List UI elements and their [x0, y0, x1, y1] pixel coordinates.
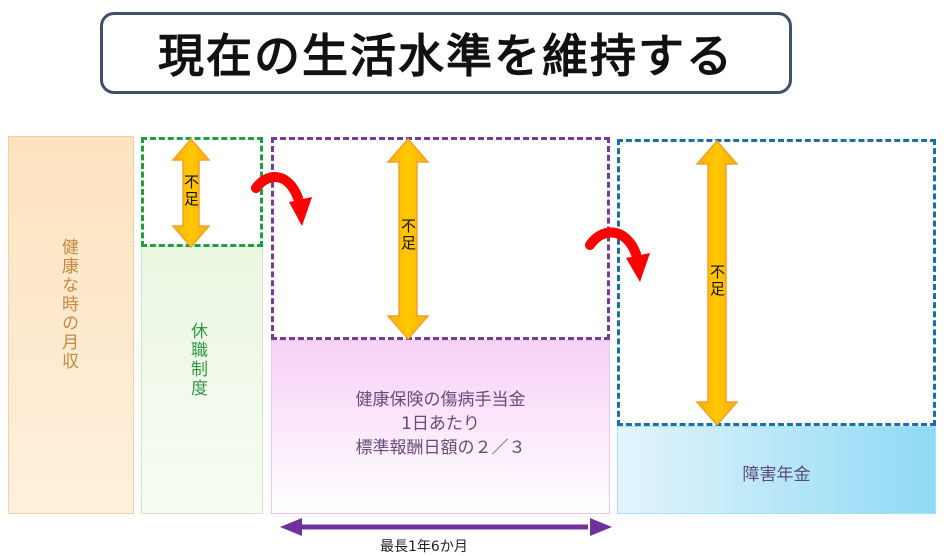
shortage-arrow-3 [695, 139, 739, 427]
healthy-income-block [8, 136, 134, 514]
leave-system-block [141, 246, 263, 514]
period-arrow-right-head [590, 518, 612, 536]
sickness-allowance-line3: 標準報酬日額の２／３ [355, 438, 526, 458]
leave-system-label: 休職制度 [187, 322, 207, 398]
disability-pension-block [617, 426, 936, 514]
shortage-label-1: 不足 [182, 174, 200, 208]
period-arrow-left-head [280, 518, 302, 536]
sickness-allowance-line1: 健康保険の傷病手当金 [355, 390, 526, 410]
sickness-allowance-block [271, 340, 610, 514]
shortage-label-3: 不足 [708, 264, 726, 298]
shortage-arrow-2 [386, 137, 430, 341]
title-box: 現在の生活水準を維持する [100, 12, 792, 94]
disability-pension-label: 障害年金 [742, 465, 811, 485]
title: 現在の生活水準を維持する [158, 29, 734, 83]
period-label: 最長1年6か月 [380, 539, 468, 555]
shortage-arrow-1 [171, 137, 211, 249]
sickness-allowance-line2: 1日あたり [401, 414, 480, 434]
leave-shortage-box [141, 137, 263, 247]
sickness-allowance-text: 健康保険の傷病手当金 1日あたり 標準報酬日額の２／３ [271, 388, 610, 460]
disability-shortage-box [617, 139, 936, 426]
transition-curve-2-head [626, 253, 650, 282]
healthy-income-label: 健康な時の月収 [58, 238, 78, 371]
shortage-label-2: 不足 [399, 218, 417, 252]
transition-curve-1 [251, 172, 303, 203]
sickness-shortage-box [271, 137, 610, 340]
transition-curve-2 [585, 227, 641, 259]
transition-curve-1-head [289, 197, 312, 226]
